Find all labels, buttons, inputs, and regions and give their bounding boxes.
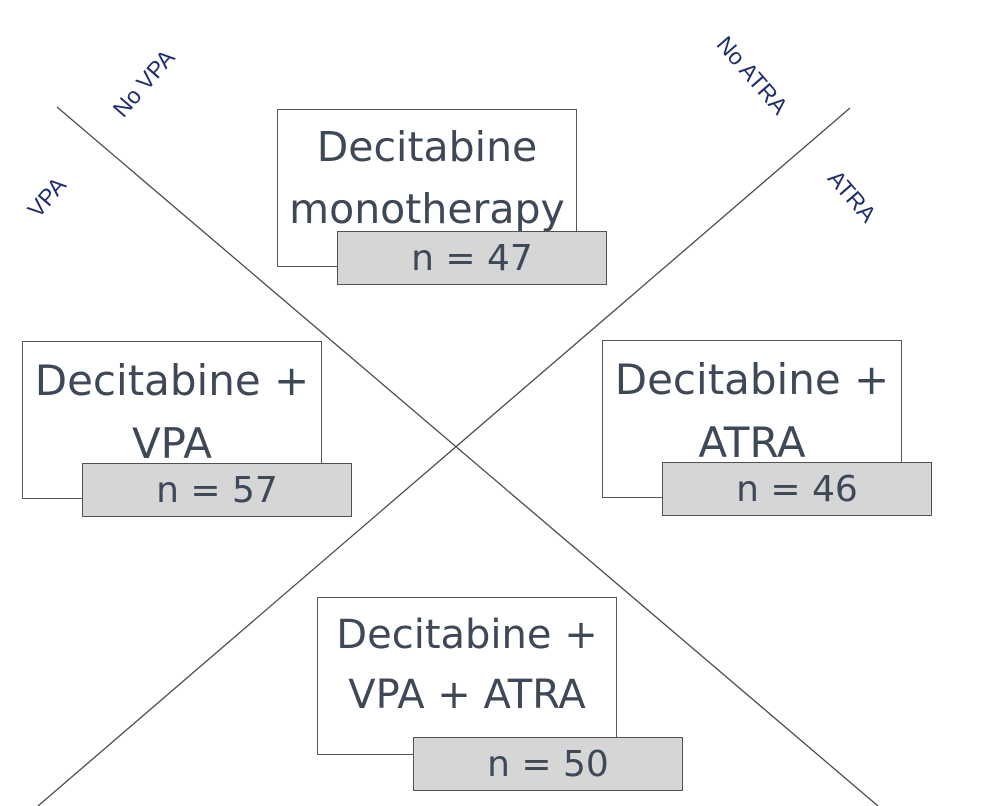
vpa-atra-title-line1: Decitabine +: [336, 612, 598, 658]
vpa-title-line1: Decitabine +: [34, 356, 310, 405]
monotherapy-title-line2: monotherapy: [289, 184, 565, 233]
atra-title: Decitabine + ATRA: [602, 348, 902, 474]
atra-n-box: n = 46: [662, 462, 932, 516]
vpa-atra-title: Decitabine + VPA + ATRA: [317, 605, 617, 725]
monotherapy-n-box: n = 47: [337, 231, 607, 285]
vpa-n-box: n = 57: [82, 463, 352, 517]
vpa-title: Decitabine + VPA: [22, 349, 322, 475]
atra-title-line2: ATRA: [698, 418, 806, 467]
vpa-atra-n-box: n = 50: [413, 737, 683, 791]
atra-title-line1: Decitabine +: [614, 355, 890, 404]
vpa-title-line2: VPA: [131, 419, 213, 468]
diagonal-divider-vpa: [56, 106, 879, 806]
vpa-atra-title-line2: VPA + ATRA: [348, 672, 586, 718]
monotherapy-title: Decitabine monotherapy: [277, 117, 577, 240]
vpa-atra-box: [317, 597, 617, 755]
monotherapy-title-line1: Decitabine: [316, 123, 538, 171]
diagonal-divider-atra: [37, 107, 851, 806]
